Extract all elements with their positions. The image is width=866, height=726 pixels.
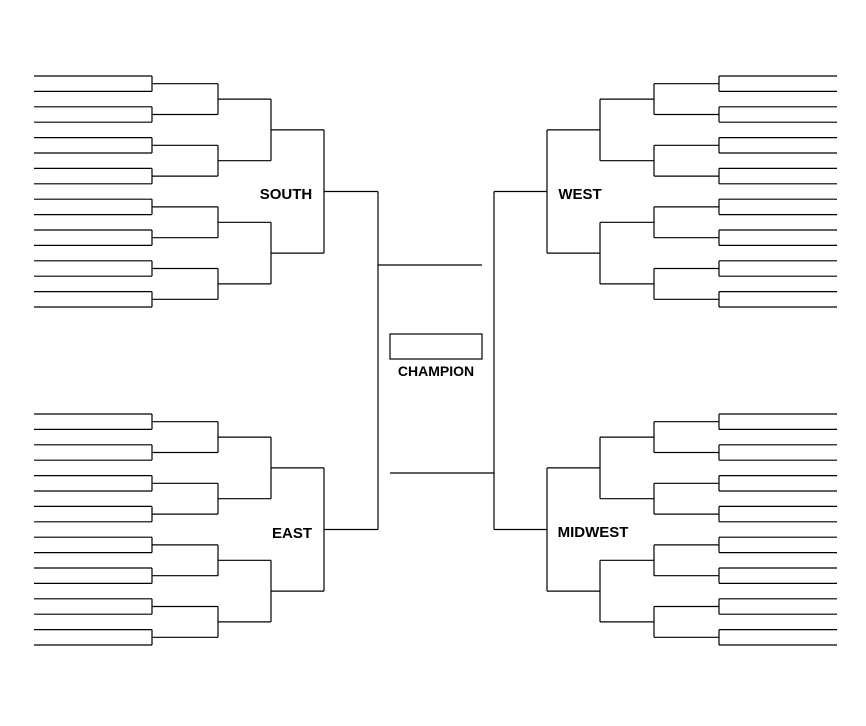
region-label-midwest: MIDWEST [558,524,629,541]
bracket-lines [34,75,837,646]
region-label-south: SOUTH [260,186,313,203]
champion-slot[interactable] [389,333,483,360]
champion-label: CHAMPION [398,363,474,379]
region-label-east: EAST [272,525,312,542]
region-label-west: WEST [558,186,601,203]
